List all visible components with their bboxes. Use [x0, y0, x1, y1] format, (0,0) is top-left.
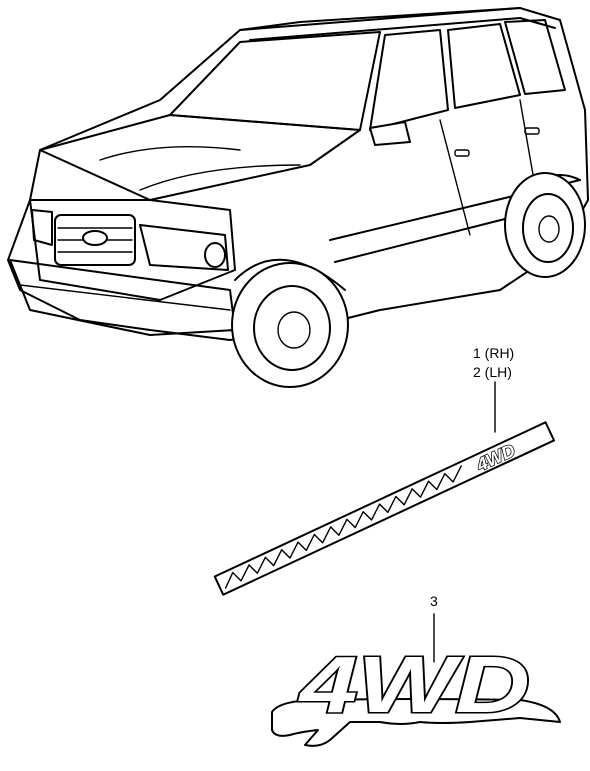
vehicle-illustration: [7, 7, 589, 388]
callout-part-2: 2 (LH): [473, 364, 512, 380]
emblem-swoosh: [271, 698, 561, 747]
emblem-4wd-text: 4WD: [297, 640, 530, 729]
callout-part-3: 3: [430, 593, 438, 609]
callout-part-1: 1 (RH): [473, 345, 514, 361]
4wd-emblem-decal: 4WD: [271, 639, 561, 747]
side-stripe-decal: 4WD: [213, 421, 556, 596]
